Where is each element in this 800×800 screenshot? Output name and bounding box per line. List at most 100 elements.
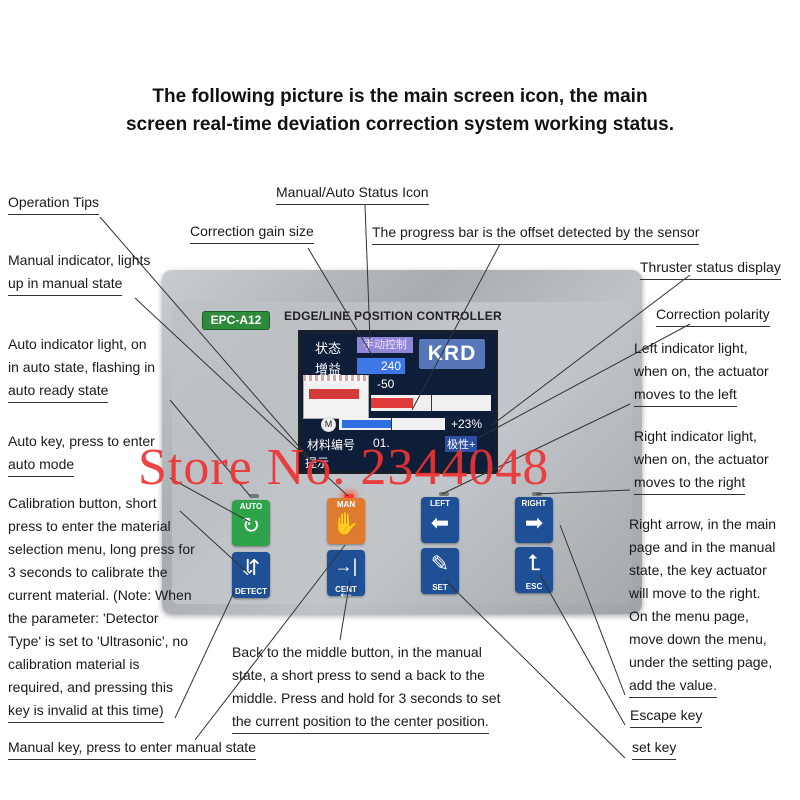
polarity-value: 极性+ bbox=[445, 436, 478, 452]
callout-right-indicator-2: when on, the actuator bbox=[634, 451, 769, 467]
set-key-label: SET bbox=[432, 583, 448, 592]
callout-left-indicator-2: when on, the actuator bbox=[634, 363, 769, 379]
callout-center-1: Back to the middle button, in the manual bbox=[232, 644, 482, 660]
esc-key[interactable]: ⮤ ESC bbox=[515, 547, 553, 593]
callout-calibration-9: required, and pressing this bbox=[8, 679, 173, 695]
line-manual-key bbox=[194, 544, 346, 741]
gain-value: 240 bbox=[357, 358, 405, 374]
callout-calibration-6: the parameter: 'Detector bbox=[8, 610, 159, 626]
callout-center-4: the current position to the center posit… bbox=[232, 710, 489, 734]
circular-arrow-icon: ↻ bbox=[241, 513, 261, 538]
left-key[interactable]: LEFT ⬅ bbox=[421, 497, 459, 543]
set-key[interactable]: ✎ SET bbox=[421, 548, 459, 594]
model-badge: EPC-A12 bbox=[202, 311, 270, 330]
callout-set-key: set key bbox=[632, 736, 677, 760]
callout-escape: Escape key bbox=[630, 704, 703, 728]
auto-key-label: AUTO bbox=[239, 502, 263, 511]
material-value: 01. bbox=[373, 436, 390, 450]
line-polarity bbox=[477, 323, 691, 439]
return-arrow-icon: ⮤ bbox=[527, 550, 541, 575]
line-right-indicator bbox=[535, 489, 631, 495]
callout-status-icon: Manual/Auto Status Icon bbox=[276, 181, 429, 205]
hand-icon: ✋ bbox=[332, 511, 360, 536]
line-calibration-end bbox=[174, 589, 236, 719]
callout-auto-key-1: Auto key, press to enter bbox=[8, 433, 155, 449]
callout-calibration-8: calibration material is bbox=[8, 656, 140, 672]
callout-left-indicator-3: moves to the left bbox=[634, 383, 737, 407]
callout-progress-bar: The progress bar is the offset detected … bbox=[372, 221, 700, 245]
callout-auto-indicator-2: in auto state, flashing in bbox=[8, 359, 156, 375]
thruster-bar bbox=[339, 418, 445, 430]
callout-auto-indicator-3: auto ready state bbox=[8, 379, 109, 403]
left-gauge-fill bbox=[309, 389, 359, 399]
manual-key[interactable]: MAN ✋ bbox=[327, 498, 365, 544]
lcd-screen: 状态 手动控制 增益 240 KRD -50 M +23% 材料编号 01. 极… bbox=[298, 330, 498, 474]
right-arrow-icon: ➡ bbox=[524, 510, 544, 535]
status-label: 状态 bbox=[315, 341, 342, 356]
thruster-center-mark bbox=[391, 418, 392, 430]
callout-right-arrow-4: will move to the right. bbox=[629, 585, 761, 601]
store-watermark: Store No. 2344048 bbox=[138, 439, 550, 496]
right-key[interactable]: RIGHT ➡ bbox=[515, 497, 553, 543]
header-line-2: screen real-time deviation correction sy… bbox=[125, 114, 675, 135]
callout-calibration-1: Calibration button, short bbox=[8, 495, 157, 511]
auto-indicator-led bbox=[249, 494, 259, 498]
line-progress bbox=[411, 243, 501, 411]
callout-polarity: Correction polarity bbox=[656, 303, 770, 327]
manual-indicator-led bbox=[344, 494, 354, 498]
controller-title: EDGE/LINE POSITION CONTROLLER bbox=[284, 309, 502, 323]
gain-label: 增益 bbox=[315, 362, 342, 377]
callout-right-arrow-1: Right arrow, in the main bbox=[629, 516, 777, 532]
right-key-label: RIGHT bbox=[521, 499, 547, 508]
callout-right-arrow-6: move down the menu, bbox=[629, 631, 767, 647]
callout-right-indicator-3: moves to the right bbox=[634, 471, 746, 495]
offset-center-mark bbox=[431, 395, 432, 411]
thruster-percent: +23% bbox=[451, 417, 483, 431]
callout-right-arrow-5: On the menu page, bbox=[629, 608, 749, 624]
calibrate-arrows-icon: ⇵ bbox=[241, 555, 261, 580]
callout-calibration-7: Type' is set to 'Ultrasonic', no bbox=[8, 633, 188, 649]
callout-right-arrow-8: add the value. bbox=[629, 674, 717, 698]
left-arrow-icon: ⬅ bbox=[430, 510, 450, 535]
offset-progress-bar bbox=[371, 395, 491, 411]
thruster-bar-fill bbox=[342, 420, 391, 428]
line-manual-indicator bbox=[134, 297, 349, 497]
detect-key-label: DETECT bbox=[235, 587, 267, 596]
center-key-label: CENT bbox=[335, 585, 357, 594]
callout-right-arrow-3: state, the key actuator bbox=[629, 562, 767, 578]
line-status-icon bbox=[364, 204, 371, 341]
callout-right-indicator-1: Right indicator light, bbox=[634, 428, 757, 444]
line-calibration bbox=[179, 510, 251, 576]
callout-auto-indicator-1: Auto indicator light, on bbox=[8, 336, 147, 352]
callout-calibration-10: key is invalid at this time) bbox=[8, 699, 164, 723]
callout-manual-indicator-1: Manual indicator, lights bbox=[8, 252, 151, 268]
center-key[interactable]: →|← CENT bbox=[327, 550, 365, 602]
line-set-key bbox=[444, 579, 626, 759]
line-thruster bbox=[491, 274, 691, 426]
line-left-indicator bbox=[441, 403, 631, 495]
detect-key[interactable]: ⇵ DETECT bbox=[232, 552, 270, 598]
callout-operation-tips: Operation Tips bbox=[8, 191, 100, 215]
callout-calibration-5: current material. (Note: When bbox=[8, 587, 192, 603]
callout-center-3: middle. Press and hold for 3 seconds to … bbox=[232, 690, 501, 706]
center-arrows-icon: →|← bbox=[334, 556, 358, 602]
material-label: 材料编号 bbox=[307, 438, 356, 452]
left-key-label: LEFT bbox=[430, 499, 450, 508]
header-line-1: The following picture is the main screen… bbox=[152, 86, 648, 107]
line-right-arrow bbox=[559, 524, 626, 696]
line-auto-indicator bbox=[169, 399, 251, 497]
callout-gain-size: Correction gain size bbox=[190, 220, 314, 244]
callout-manual-indicator-2: up in manual state bbox=[8, 272, 123, 296]
callout-center-2: state, a short press to send a back to t… bbox=[232, 667, 485, 683]
left-gauge-scale bbox=[303, 375, 367, 381]
callout-calibration-4: 3 seconds to calibrate the bbox=[8, 564, 168, 580]
krd-logo: KRD bbox=[419, 339, 485, 369]
auto-key[interactable]: AUTO ↻ bbox=[232, 500, 270, 546]
callout-manual-key: Manual key, press to enter manual state bbox=[8, 736, 256, 760]
line-gain bbox=[307, 247, 373, 356]
left-indicator-led bbox=[439, 492, 449, 496]
line-escape bbox=[539, 574, 626, 726]
callout-auto-key-2: auto mode bbox=[8, 453, 75, 477]
line-auto-key bbox=[169, 477, 251, 523]
